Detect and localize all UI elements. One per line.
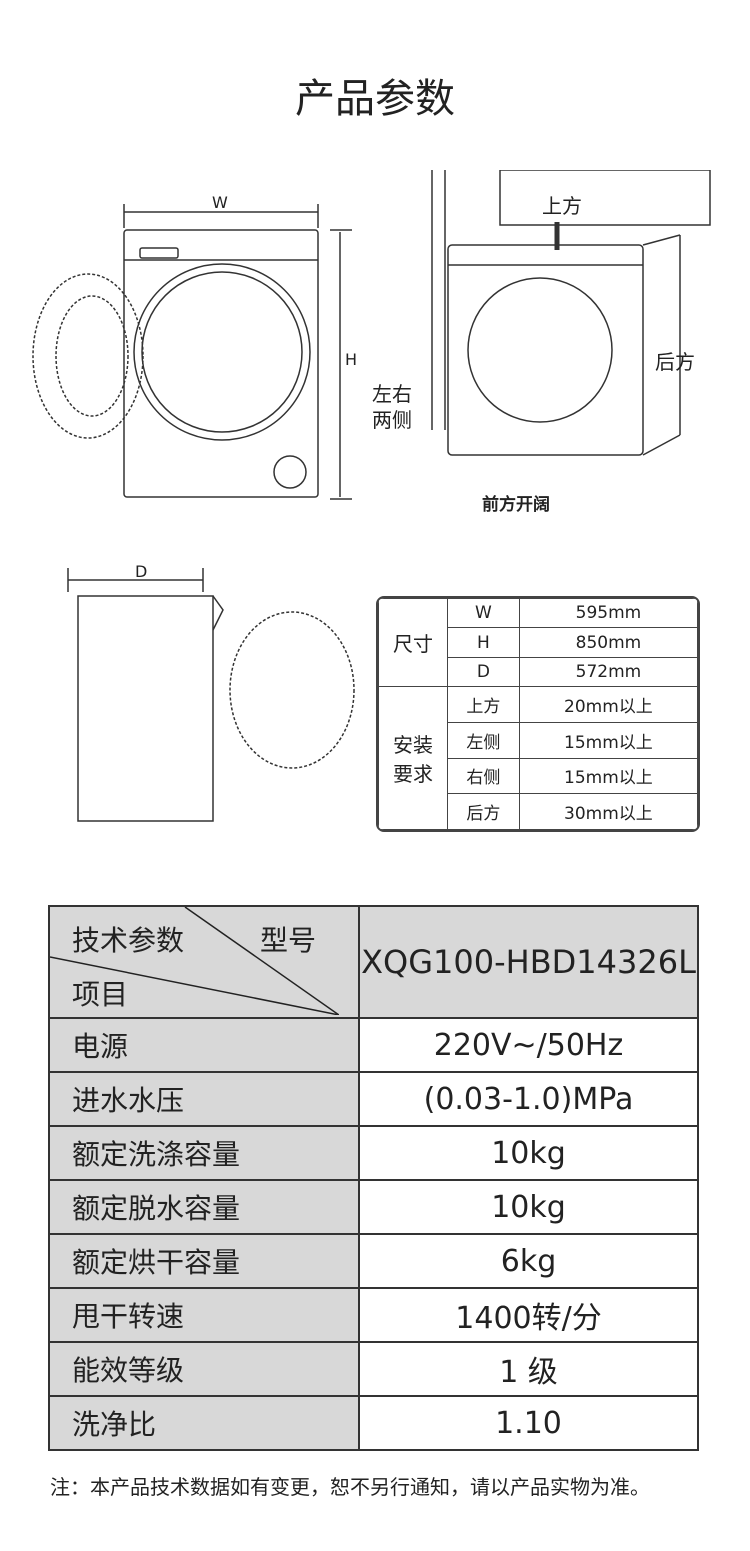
disclaimer-note: 注：本产品技术数据如有变更，恕不另行通知，请以产品实物为准。 [50,1475,650,1499]
spec-value: 10kg [358,1125,699,1181]
header-param: 技术参数 [72,924,185,957]
back-clearance-label: 后方 [655,350,695,374]
install-value: 20mm以上 [518,686,698,723]
header-model: 型号 [260,924,317,957]
header-item: 项目 [72,978,129,1011]
install-value: 15mm以上 [518,721,698,759]
spec-value: (0.03-1.0)MPa [358,1071,699,1127]
size-key: W [447,598,520,629]
spec-key: 甩干转速 [48,1287,360,1343]
install-value: 15mm以上 [518,757,698,795]
side-view-diagram: D [67,562,355,822]
spec-value: 10kg [358,1179,699,1235]
size-group-label: 尺寸 [378,598,448,688]
spec-value: 1.10 [358,1395,699,1451]
d-label: D [135,562,147,581]
spec-value: 220V~/50Hz [358,1017,699,1073]
spec-value: 1400转/分 [358,1287,699,1343]
spec-value: 6kg [358,1233,699,1289]
front-view-diagram: W H [32,193,357,500]
install-group-label: 安装要求 [378,686,448,830]
page-title: 产品参数 [295,76,455,122]
spec-value: 1 级 [358,1341,699,1397]
spec-key: 额定洗涤容量 [48,1125,360,1181]
size-value: 850mm [518,627,698,658]
header-corner-cell: 技术参数 型号 项目 [48,905,360,1019]
spec-key: 额定脱水容量 [48,1179,360,1235]
size-value: 572mm [518,656,698,688]
install-key: 上方 [447,686,520,723]
front-clearance-label: 前方开阔 [482,495,550,515]
h-label: H [345,350,357,369]
install-key: 左侧 [447,721,520,759]
spec-key: 电源 [48,1017,360,1073]
size-key: D [447,656,520,688]
spec-key: 能效等级 [48,1341,360,1397]
model-number: XQG100-HBD14326L [358,905,699,1019]
size-key: H [447,627,520,658]
install-key: 后方 [447,793,520,830]
spec-key: 洗净比 [48,1395,360,1451]
side-clearance-label-2: 两侧 [372,408,412,432]
spec-key: 额定烘干容量 [48,1233,360,1289]
size-value: 595mm [518,598,698,629]
install-key: 右侧 [447,757,520,795]
w-label: W [212,193,228,212]
install-value: 30mm以上 [518,793,698,830]
side-clearance-label-1: 左右 [372,382,412,406]
clearance-diagram [431,170,711,456]
spec-key: 进水水压 [48,1071,360,1127]
top-clearance-label: 上方 [542,194,582,218]
